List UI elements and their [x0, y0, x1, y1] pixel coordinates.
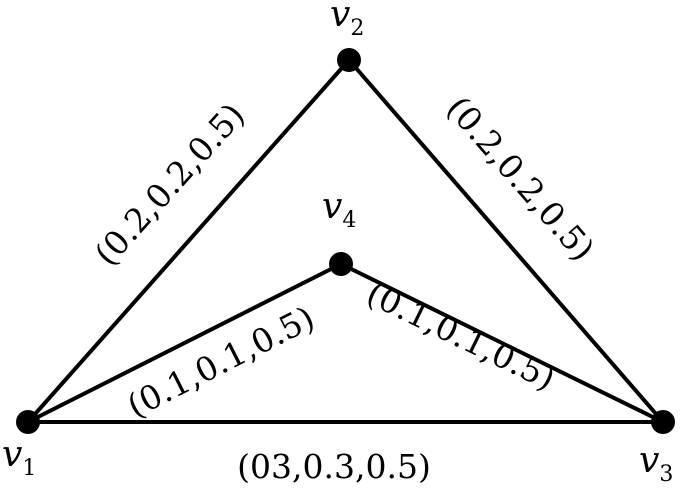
vertex-label-v3: v3	[639, 440, 673, 487]
edge-label-v1-v3: (03,0.3,0.5)	[237, 447, 431, 486]
edge-v1-v4	[26, 262, 343, 424]
vertex-v4	[329, 252, 353, 276]
edge-label-v1-v2: (0.2,0.2,0.5)	[87, 95, 253, 273]
edge-label-v2-v3: (0.2,0.2,0.5)	[439, 89, 602, 269]
vertex-label-v2: v2	[330, 0, 364, 41]
vertex-label-v4: v4	[322, 186, 356, 233]
edge-label-v4-v3: (0.1,0.1,0.5)	[361, 273, 562, 398]
edge-v2-v3	[347, 58, 665, 424]
edge-v1-v2	[26, 58, 351, 424]
vertex-v3	[651, 410, 675, 434]
vertex-v2	[337, 48, 361, 72]
vertex-label-v1: v1	[2, 434, 36, 481]
vertex-v1	[16, 410, 40, 434]
edge-v4-v3	[339, 262, 665, 424]
